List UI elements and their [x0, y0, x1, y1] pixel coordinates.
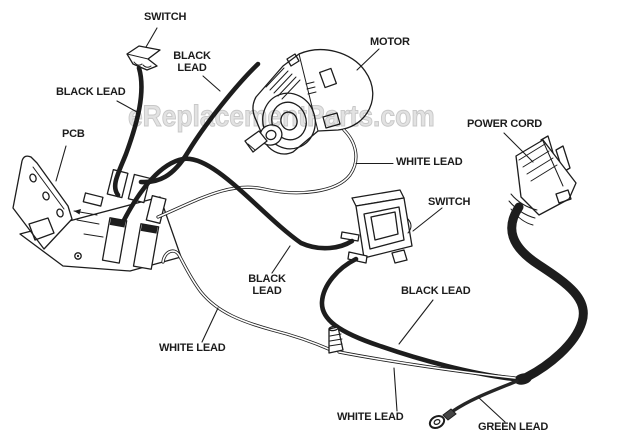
leader-white-lead-bottom-center [393, 367, 398, 412]
wire-nut-ridges [328, 333, 343, 347]
leader-switch-main [412, 207, 443, 232]
switch-top-edge [126, 49, 161, 60]
flange-hole [29, 173, 37, 183]
label-power-cord: POWER CORD [467, 118, 543, 130]
wires [112, 61, 588, 429]
motor-component [244, 49, 374, 155]
leader-lines [55, 27, 534, 423]
flange-hole [42, 191, 50, 201]
cord-junction [514, 373, 532, 385]
leader-green-lead [477, 396, 506, 423]
leader-black-lead-right [398, 299, 434, 345]
label-pcb: PCB [62, 128, 85, 140]
leader-switch-top [145, 27, 158, 48]
motor-vent-ribs [265, 67, 301, 100]
flange-fold-line [32, 166, 65, 210]
pcb-bracket-flange [12, 155, 73, 250]
switch-main-recess [363, 206, 405, 250]
power-cord-wire [507, 202, 588, 382]
switch-main-body [355, 197, 413, 259]
power-plug-component [508, 135, 577, 226]
plug-face-ribs [518, 143, 558, 182]
leader-black-lead-center [271, 245, 291, 274]
motor-lower-tab [322, 112, 341, 129]
leader-black-lead-left [116, 100, 138, 113]
white-lead-junction-wire [338, 351, 516, 379]
motor-bearing-inner [265, 129, 277, 141]
flange-slot [28, 217, 55, 241]
leader-white-lead-bottom-left [201, 307, 219, 343]
leader-power-cord [503, 132, 534, 163]
wire-nut-top [328, 325, 339, 332]
ring-terminal-hole [433, 419, 441, 425]
black-lead-motor-wire [138, 61, 261, 185]
black-lead-top-switch-wire [112, 65, 144, 198]
pcb-trace-mark [83, 233, 104, 238]
leader-black-lead-motor [202, 75, 221, 92]
base-screw-hole-center [76, 254, 80, 258]
white-lead-junction-wire-outline [337, 350, 517, 380]
label-black-lead-left: BLACK LEAD [56, 86, 126, 98]
switch-main-component [340, 189, 413, 264]
switch-main-detent [407, 218, 412, 234]
switch-top-detail [133, 61, 152, 68]
motor-detail-lines [305, 81, 317, 95]
white-lead-bottom-wire [162, 250, 332, 351]
motor-top-tab [286, 53, 300, 67]
leader-motor [356, 48, 380, 71]
plug-body-fold [542, 140, 564, 187]
pcb-component [82, 192, 104, 207]
label-switch-main: SWITCH [428, 196, 471, 208]
label-black-lead-right: BLACK LEAD [401, 285, 471, 297]
pcb-tall-post-crimp [140, 223, 158, 234]
switch-top-component [126, 45, 161, 71]
green-lead-wire [451, 379, 519, 413]
pcb-spade-tip [74, 209, 81, 215]
white-lead-motor-wire [157, 129, 357, 218]
white-lead-bottom-wire-outline [161, 249, 333, 352]
switch-main-terminal [340, 231, 360, 242]
switch-main-rocker [370, 211, 399, 241]
label-black-lead-motor: BLACK LEAD [173, 50, 211, 74]
base-screw-hole [74, 252, 82, 260]
label-white-lead-bottom-left: WHITE LEAD [159, 342, 226, 354]
pcb-spade-terminal [76, 219, 100, 225]
plug-body [515, 139, 577, 216]
motor-shaft-line [247, 143, 256, 151]
ring-terminal-crimp [442, 408, 457, 421]
label-white-lead-motor: WHITE LEAD [396, 156, 463, 168]
label-white-lead-bottom-center: WHITE LEAD [337, 411, 404, 423]
label-green-lead: GREEN LEAD [478, 421, 549, 433]
plug-side-notch [555, 189, 572, 204]
black-lead-switch-junction-wire [319, 256, 517, 382]
label-black-lead-center: BLACK LEAD [248, 273, 286, 297]
motor-detail-plate [318, 67, 338, 89]
switch-main-tab [391, 249, 408, 264]
motor-hub [280, 111, 298, 131]
label-motor: MOTOR [370, 36, 410, 48]
black-lead-pcb-switch-wire [120, 156, 355, 251]
flange-hole [56, 208, 64, 218]
leader-pcb [55, 145, 67, 182]
label-switch-top: SWITCH [144, 11, 187, 23]
